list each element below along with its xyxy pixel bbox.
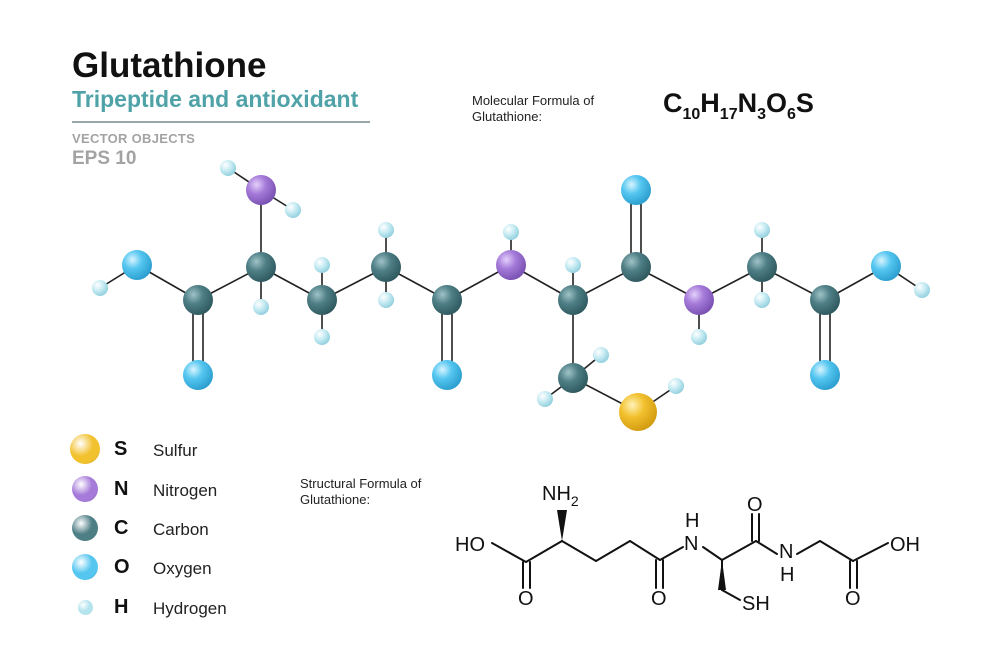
sulfur-ball-icon xyxy=(70,434,100,464)
legend-name: Hydrogen xyxy=(153,599,227,618)
page-title: Glutathione xyxy=(72,46,267,85)
oxygen-label: O xyxy=(747,494,763,516)
legend-symbol: H xyxy=(114,596,129,618)
amide-n-bottom-label: N xyxy=(779,541,793,563)
hydrogen-atom xyxy=(378,222,394,238)
molecular-formula-caption: Molecular Formula of Glutathione: xyxy=(472,93,632,125)
formula-count: 17 xyxy=(719,106,738,123)
sulfur-atom xyxy=(619,393,657,431)
thiol-label: SH xyxy=(742,593,770,615)
legend-item-carbon: C Carbon xyxy=(70,509,290,547)
hydrogen-atom xyxy=(914,282,930,298)
carbon-atom xyxy=(371,252,401,282)
carbon-atom xyxy=(307,285,337,315)
formula-element: H xyxy=(700,88,720,118)
oxygen-ball-icon xyxy=(72,554,98,580)
model-atoms xyxy=(92,160,930,431)
carbon-atom xyxy=(558,285,588,315)
carbon-ball-icon xyxy=(72,515,98,541)
hydrogen-atom xyxy=(314,329,330,345)
carbon-atom xyxy=(246,252,276,282)
legend-item-hydrogen: H Hydrogen xyxy=(70,588,290,626)
amide-h-top-label: H xyxy=(685,510,699,532)
carbon-atom xyxy=(558,363,588,393)
legend-name: Sulfur xyxy=(153,441,198,460)
oxygen-label: O xyxy=(518,588,534,610)
hydrogen-atom xyxy=(754,222,770,238)
legend-name: Nitrogen xyxy=(153,481,218,500)
legend-symbol: C xyxy=(114,517,129,539)
carbon-atom xyxy=(183,285,213,315)
hydrogen-atom xyxy=(92,280,108,296)
formula-element: S xyxy=(795,88,814,118)
molecular-caption-line2: Glutathione: xyxy=(472,109,543,124)
formula-count: 3 xyxy=(757,106,766,123)
title-divider xyxy=(72,121,370,123)
formula-element: N xyxy=(737,88,758,118)
hydrogen-atom xyxy=(691,329,707,345)
legend-name: Carbon xyxy=(153,520,209,539)
hydrogen-atom xyxy=(220,160,236,176)
legend-item-oxygen: O Oxygen xyxy=(70,548,290,586)
hydroxyl-left-label: HO xyxy=(455,534,485,556)
structural-formula-caption: Structural Formula of Glutathione: xyxy=(300,476,460,508)
structural-caption-line1: Structural Formula of xyxy=(300,476,422,491)
nitrogen-atom xyxy=(246,175,276,205)
skeletal-bonds xyxy=(491,513,889,601)
wedge-bond-ch2 xyxy=(718,560,726,590)
legend-symbol: S xyxy=(114,438,128,460)
hydrogen-atom xyxy=(668,378,684,394)
hydrogen-atom xyxy=(537,391,553,407)
amide-n-top-label: N xyxy=(684,533,698,555)
formula-element: O xyxy=(766,88,788,118)
legend-symbol: O xyxy=(114,556,130,578)
legend-symbol: N xyxy=(114,478,129,500)
oxygen-atom xyxy=(432,360,462,390)
hydrogen-atom xyxy=(314,257,330,273)
carbon-atom xyxy=(432,285,462,315)
formula-count: 10 xyxy=(682,106,701,123)
amine-label-sub: 2 xyxy=(571,493,579,509)
hydrogen-atom xyxy=(593,347,609,363)
formula-element: C xyxy=(663,88,683,118)
molecular-formula: C10H17N3O6S xyxy=(663,88,814,124)
hydrogen-ball-icon xyxy=(78,600,93,615)
oxygen-label: O xyxy=(651,588,667,610)
oxygen-label: O xyxy=(845,588,861,610)
nitrogen-ball-icon xyxy=(72,476,98,502)
vector-objects-label: VECTOR OBJECTS xyxy=(72,131,196,146)
oxygen-atom xyxy=(183,360,213,390)
carbon-atom xyxy=(621,252,651,282)
formula-count: 6 xyxy=(787,106,796,123)
hydrogen-atom xyxy=(565,257,581,273)
molecular-caption-line1: Molecular Formula of xyxy=(472,93,595,108)
structural-caption-line2: Glutathione: xyxy=(300,492,371,507)
nitrogen-atom xyxy=(496,250,526,280)
oxygen-atom xyxy=(122,250,152,280)
hydrogen-atom xyxy=(285,202,301,218)
legend-name: Oxygen xyxy=(153,559,212,578)
hydrogen-atom xyxy=(253,299,269,315)
page-subtitle: Tripeptide and antioxidant xyxy=(72,86,359,112)
eps-label: EPS 10 xyxy=(72,148,137,169)
amine-label: NH2 xyxy=(542,483,579,509)
nitrogen-atom xyxy=(684,285,714,315)
legend-item-sulfur: S Sulfur xyxy=(70,430,290,468)
hydrogen-atom xyxy=(754,292,770,308)
amide-h-bottom-label: H xyxy=(780,564,794,586)
oxygen-atom xyxy=(810,360,840,390)
amine-label-base: NH xyxy=(542,483,571,505)
hydrogen-atom xyxy=(503,224,519,240)
legend-item-nitrogen: N Nitrogen xyxy=(70,470,290,508)
oxygen-atom xyxy=(871,251,901,281)
carbon-atom xyxy=(747,252,777,282)
carbon-atom xyxy=(810,285,840,315)
oxygen-atom xyxy=(621,175,651,205)
hydrogen-atom xyxy=(378,292,394,308)
wedge-bond-nh2 xyxy=(557,510,567,541)
hydroxyl-right-label: OH xyxy=(890,534,920,556)
